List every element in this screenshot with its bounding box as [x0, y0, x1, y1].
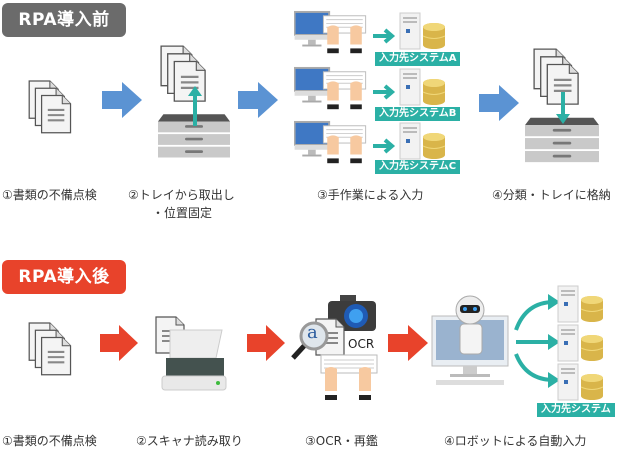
- server-database-icon: [556, 361, 606, 403]
- server-database-icon: [556, 283, 606, 325]
- document-stack-icon: [28, 322, 80, 384]
- magnifier-icon: [291, 321, 329, 360]
- after-step-3-label: ③OCR・再鑑: [305, 434, 378, 448]
- system-label-c: 入力先システムC: [375, 160, 461, 174]
- after-step-1-label: ①書類の不備点検: [2, 434, 97, 448]
- arrow-right-icon: [373, 84, 396, 100]
- before-step-3-label: ③手作業による入力: [317, 188, 424, 202]
- arrow-right-icon: [388, 325, 428, 361]
- arrow-right-icon: [479, 85, 519, 121]
- server-database-icon: [556, 322, 606, 364]
- system-label: 入力先システム: [537, 403, 615, 417]
- before-step-2-sublabel: ・位置固定: [152, 206, 213, 220]
- arrow-right-icon: [100, 325, 138, 361]
- ocr-label: OCR: [348, 337, 375, 351]
- before-step-2-label: ②トレイから取出し: [128, 188, 235, 202]
- arrow-up-icon: [188, 86, 202, 126]
- server-database-icon: [398, 10, 448, 52]
- robot-monitor-icon: [431, 295, 509, 385]
- arrow-right-icon: [247, 325, 285, 361]
- keyboard-hands-icon: [320, 354, 378, 400]
- after-step-2-label: ②スキャナ読み取り: [136, 434, 243, 448]
- scanner-icon: [161, 329, 227, 391]
- server-database-icon: [398, 66, 448, 108]
- before-step-4-label: ④分類・トレイに格納: [492, 188, 611, 202]
- pc-hands-icon: [294, 120, 372, 168]
- server-database-icon: [398, 120, 448, 162]
- before-step-1-label: ①書類の不備点検: [2, 188, 97, 202]
- arrow-right-icon: [373, 138, 396, 154]
- after-step-4-label: ④ロボットによる自動入力: [444, 434, 587, 448]
- arrow-right-icon: [238, 82, 278, 118]
- pc-hands-icon: [294, 66, 372, 114]
- arrow-right-icon: [373, 28, 396, 44]
- branch-arrows-icon: [514, 294, 560, 388]
- rpa-before-badge: RPA導入前: [2, 3, 126, 37]
- system-label-a: 入力先システムA: [375, 52, 461, 66]
- system-label-b: 入力先システムB: [375, 107, 461, 121]
- arrow-right-icon: [102, 82, 142, 118]
- arrow-down-icon: [556, 92, 570, 124]
- rpa-after-badge: RPA導入後: [2, 260, 126, 294]
- document-stack-icon: [28, 80, 80, 142]
- pc-hands-icon: [294, 10, 372, 58]
- ocr-glyph: a: [307, 322, 318, 343]
